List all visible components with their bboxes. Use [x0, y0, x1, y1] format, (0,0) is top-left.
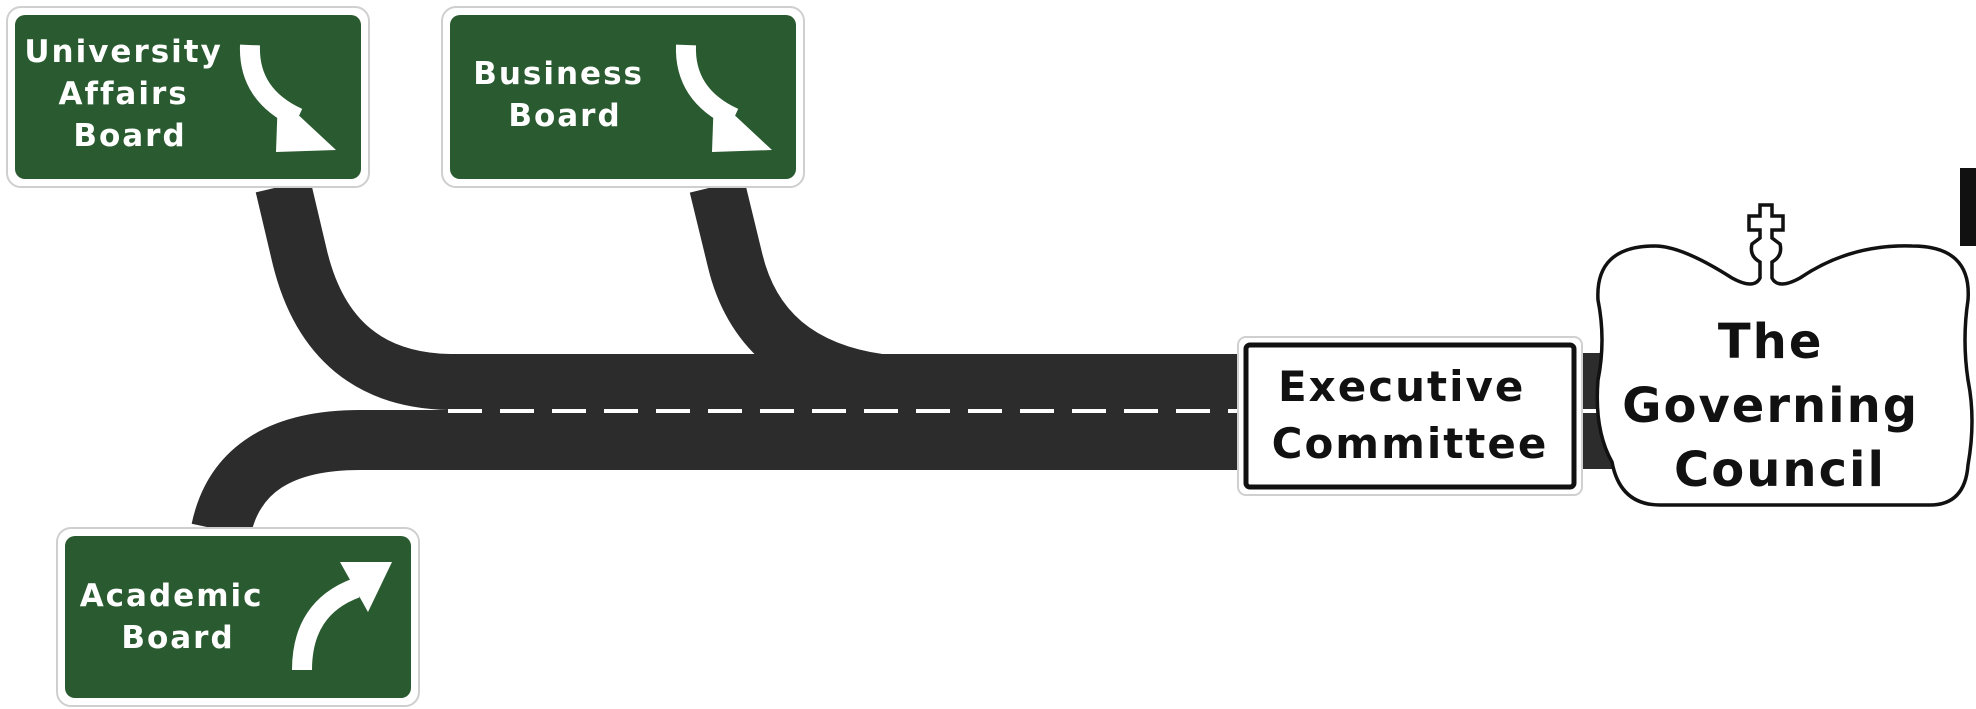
executive-line-1: Executive — [1278, 362, 1525, 411]
sign-university-affairs-line-2: Affairs — [58, 76, 188, 112]
sign-academic-line-1: Academic — [80, 578, 264, 614]
sign-university-affairs-line-1: University — [24, 34, 223, 70]
executive-committee-box: Executive Committee — [1238, 337, 1582, 495]
sign-business-board: Business Board — [442, 7, 804, 187]
edge-bar — [1960, 168, 1976, 246]
council-line-3: Council — [1674, 442, 1886, 498]
governing-council-crown: The Governing Council — [1597, 205, 1972, 505]
road-business — [717, 186, 1260, 382]
sign-business-line-2: Board — [508, 98, 621, 134]
sign-academic-line-2: Board — [121, 620, 234, 656]
sign-university-affairs-line-3: Board — [73, 118, 186, 154]
council-line-1: The — [1718, 314, 1823, 370]
council-line-2: Governing — [1622, 378, 1919, 434]
executive-line-2: Committee — [1272, 419, 1549, 468]
sign-business-line-1: Business — [473, 56, 644, 92]
road-academic — [221, 440, 1260, 530]
sign-university-affairs-board: University Affairs Board — [7, 7, 369, 187]
sign-academic-board: Academic Board — [57, 528, 419, 706]
